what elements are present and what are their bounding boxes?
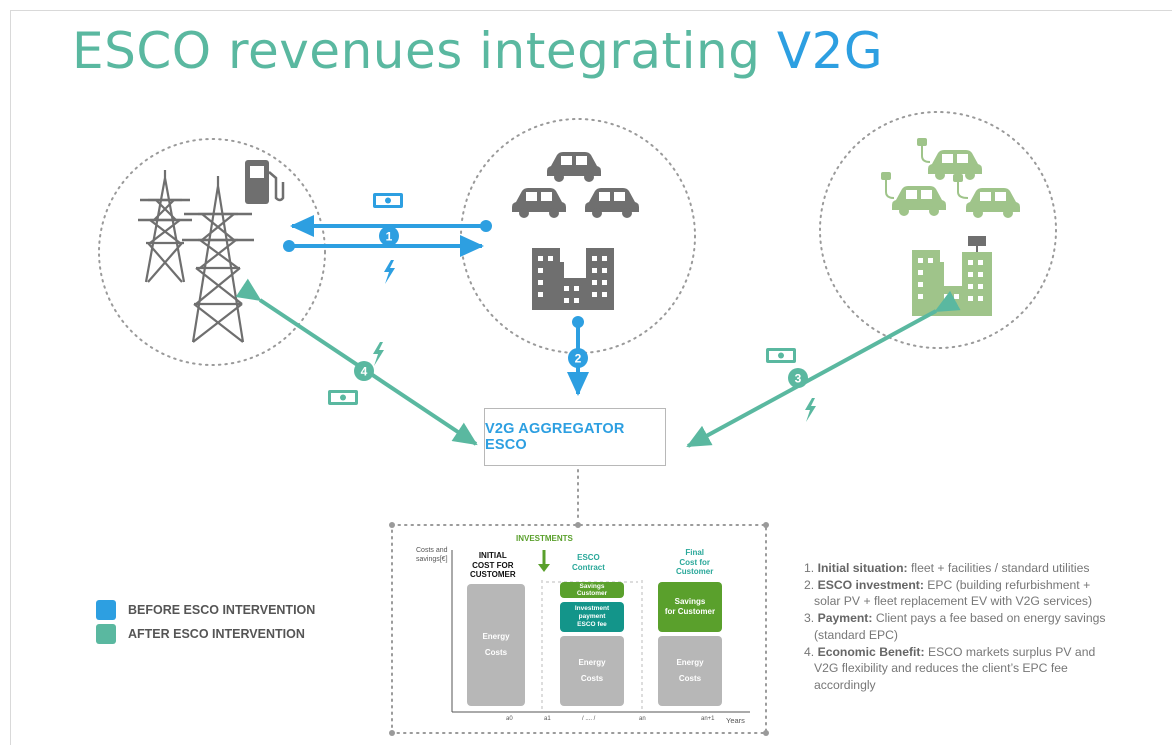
note-1: 1. Initial situation: fleet + facilities… [804, 561, 1090, 575]
money-icon [373, 193, 403, 208]
tick-an1: an+1 [701, 716, 715, 722]
chart-initial-cost: INITIAL COST FOR CUSTOMER [470, 551, 516, 579]
title-highlight: V2G [776, 22, 884, 80]
note-3: 3. Payment: Client pays a fee based on e… [804, 611, 1106, 626]
bar-final-energy-costs: Energy Costs [658, 636, 722, 706]
power-tower-icon [138, 170, 254, 343]
legend-swatch-blue [96, 600, 116, 620]
money-icon [766, 348, 796, 363]
cost-savings-chart: Costs and savings[€] INVESTMENTS INITIAL… [390, 522, 768, 734]
svg-text:3: 3 [795, 372, 802, 386]
notes-list: 1. Initial situation: fleet + facilities… [804, 560, 1124, 694]
note-4-cont: V2G flexibility and reduces the client’s… [814, 661, 1068, 692]
electric-car-icons [881, 138, 1020, 218]
bar-esco-energy-costs: Energy Costs [560, 636, 624, 706]
grid-circle [98, 138, 326, 366]
chart-final-cost: Final Cost for Customer [676, 548, 714, 576]
lightning-icon [373, 342, 384, 366]
v2g-aggregator-box: V2G AGGREGATOR ESCO [484, 408, 666, 466]
chart-investments: INVESTMENTS [516, 534, 573, 543]
slide-frame [10, 10, 1172, 745]
legend-before-label: BEFORE ESCO INTERVENTION [128, 603, 316, 617]
title-text: ESCO revenues integrating [72, 22, 777, 80]
car-icons [512, 152, 639, 218]
money-icon [328, 390, 358, 405]
lightning-icon [384, 260, 395, 284]
step-2-badge: 2 [568, 348, 588, 368]
tick-a1: a1 [544, 716, 551, 722]
tick-dots: / .... / [582, 716, 596, 722]
chart-esco-contract: ESCO Contract [572, 553, 605, 572]
note-2-cont: solar PV + fleet replacement EV with V2G… [814, 594, 1093, 609]
step-1-badge: 1 [379, 226, 399, 246]
svg-text:4: 4 [361, 365, 368, 379]
ev-fleet-circle [819, 111, 1057, 349]
legend-before: BEFORE ESCO INTERVENTION [96, 600, 315, 620]
svg-text:1: 1 [386, 230, 393, 244]
note-2: 2. ESCO investment: EPC (building refurb… [804, 577, 1091, 592]
chart-frame [391, 524, 767, 734]
buildings-icon [532, 248, 614, 310]
legend-after-label: AFTER ESCO INTERVENTION [128, 627, 305, 641]
bar-initial-energy-costs: Energy Costs [467, 584, 525, 706]
chart-ylabel: Costs and savings[€] [416, 547, 448, 563]
tick-an: an [639, 716, 646, 722]
bar-savings-customer-small: Savings Customer [560, 582, 624, 598]
solar-buildings-icon [912, 236, 992, 316]
aggregator-label: V2G AGGREGATOR ESCO [485, 421, 625, 453]
svg-text:2: 2 [575, 352, 582, 366]
legend-after: AFTER ESCO INTERVENTION [96, 624, 305, 644]
legend-swatch-teal [96, 624, 116, 644]
bar-investment-payment: Investment payment ESCO fee [560, 602, 624, 632]
slide-title: ESCO revenues integrating V2G [72, 22, 883, 80]
fuel-pump-icon [245, 160, 285, 204]
step-3-badge: 3 [788, 368, 808, 388]
tick-a0: a0 [506, 716, 513, 722]
step-4-badge: 4 [354, 361, 374, 381]
lightning-icon [805, 398, 816, 422]
note-3-cont: (standard EPC) [814, 627, 898, 642]
chart-axes [451, 550, 750, 713]
bar-savings-for-customer: Savings for Customer [658, 582, 722, 632]
flow-3-arrow [686, 290, 961, 448]
note-4: 4. Economic Benefit: ESCO markets surplu… [804, 644, 1096, 659]
chart-xlabel: Years [726, 716, 745, 725]
